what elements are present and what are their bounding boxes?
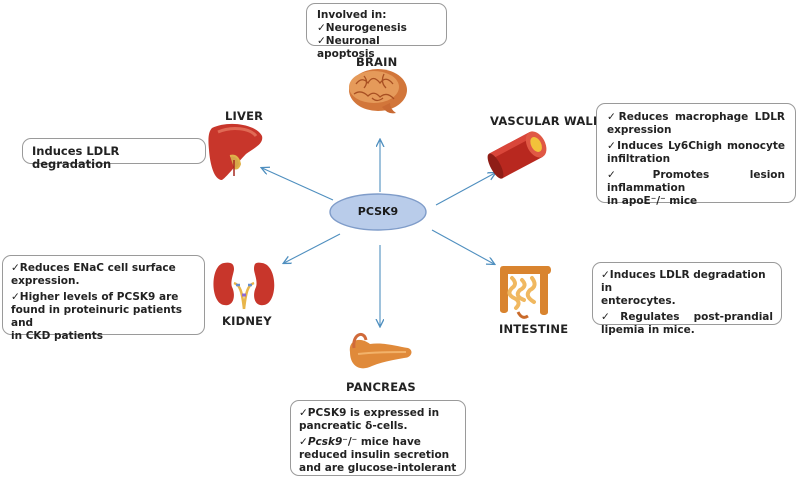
list-item: in apoE⁻/⁻ mice — [607, 195, 698, 207]
list-item: expression. — [11, 275, 80, 287]
list-item: ✓Induces Ly6Chigh monocyte — [607, 140, 785, 152]
intestine-label: INTESTINE — [499, 322, 569, 336]
list-item: ✓Regulates post-prandial — [601, 311, 773, 323]
list-item: ✓Reduces ENaC cell surface — [11, 262, 176, 274]
gene-name: Pcsk9 — [307, 436, 343, 448]
pancreas-info-box: ✓PCSK9 is expressed in pancreatic δ-cell… — [290, 400, 466, 476]
list-item: pancreatic δ-cells. — [299, 420, 408, 432]
kidney-icon — [213, 262, 275, 310]
list-item: Induces LDLR degradation — [32, 144, 120, 171]
list-item: ✓Neuronal apoptosis — [317, 35, 380, 60]
list-item: and are glucose-intolerant — [299, 462, 457, 474]
list-item: expression — [607, 124, 672, 136]
brain-label: BRAIN — [356, 55, 398, 69]
brain-info-box: Involved in: ✓Neurogenesis ✓Neuronal apo… — [306, 3, 447, 60]
list-item: ✓Pcsk9⁻/⁻ mice have — [299, 436, 457, 449]
list-item: ✓Higher levels of PCSK9 are — [11, 291, 179, 303]
pancreas-label: PANCREAS — [346, 380, 416, 394]
list-item: infiltration — [607, 153, 671, 165]
pcsk9-hub — [329, 193, 427, 231]
vessel-icon — [487, 131, 547, 179]
intestine-info-box: ✓Induces LDLR degradation in enterocytes… — [592, 262, 782, 336]
list-item: ✓Neurogenesis — [317, 22, 407, 34]
vascular-wall-info-box: ✓Reduces macrophage LDLR expression ✓Ind… — [596, 103, 796, 207]
arrow-to-intestine — [431, 229, 494, 264]
list-item: lipemia in mice. — [601, 324, 695, 336]
list-item: ✓Induces LDLR degradation in — [601, 269, 766, 294]
list-item: ✓PCSK9 is expressed in — [299, 407, 440, 419]
list-item: ✓Promotes lesion inflammation — [607, 169, 785, 194]
arrow-to-kidney — [284, 233, 341, 263]
intestine-icon — [500, 266, 551, 319]
list-item-text: ⁻/⁻ mice have — [342, 436, 421, 448]
arrow-to-vascular-wall — [435, 173, 495, 206]
checkmark: ✓ — [299, 436, 308, 448]
pcsk9-label: PCSK9 — [357, 205, 399, 218]
arrow-to-liver — [262, 168, 334, 201]
kidney-label: KIDNEY — [222, 314, 272, 328]
list-item: in CKD patients — [11, 330, 104, 342]
liver-icon — [208, 123, 263, 180]
brain-icon — [349, 69, 407, 114]
list-item: reduced insulin secretion — [299, 449, 450, 461]
liver-label: LIVER — [225, 109, 264, 123]
kidney-info-box: ✓Reduces ENaC cell surface expression. ✓… — [2, 255, 205, 342]
list-item: found in proteinuric patients and — [11, 304, 182, 329]
list-item: ✓Reduces macrophage LDLR — [607, 111, 785, 123]
brain-box-title: Involved in: — [317, 9, 387, 21]
list-item: enterocytes. — [601, 295, 676, 307]
pancreas-icon — [349, 332, 412, 369]
vascular-wall-label: VASCULAR WALL — [490, 114, 601, 128]
liver-info-box: Induces LDLR degradation — [22, 138, 206, 171]
